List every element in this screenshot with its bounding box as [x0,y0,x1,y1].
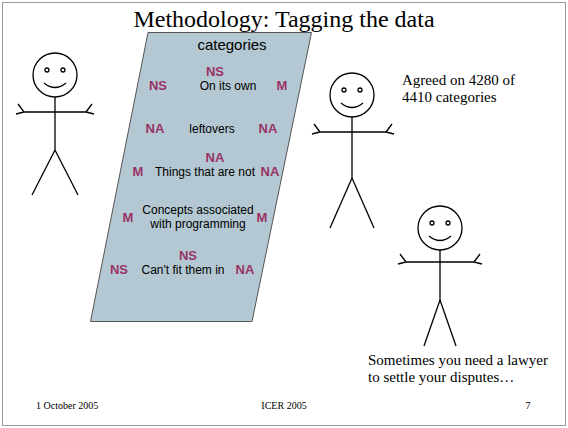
stick-figure [16,53,94,195]
tag-code: M [133,164,144,179]
slide-title: Methodology: Tagging the data [0,6,568,33]
category-item: Things that are not [155,165,255,179]
parallelogram-box: categoriesNSNSOn its ownMNAleftoversNANA… [90,32,312,322]
category-item: Can't fit them in [142,263,225,277]
page-number: 7 [526,400,531,411]
tag-code: NS [179,248,197,263]
tag-code: NA [261,164,280,179]
stick-figure [312,73,394,228]
note-text: Sometimes you need a lawyer to settle yo… [368,352,548,387]
category-item: Concepts associated with programming [136,203,260,232]
stick-figure [398,206,482,346]
category-heading: categories [197,36,266,53]
tag-code: M [257,210,268,225]
note-text: Agreed on 4280 of 4410 categories [402,72,532,107]
tag-code: NS [206,64,224,79]
category-item: leftovers [189,122,234,136]
tag-code: NS [110,262,128,277]
tag-code: M [123,210,134,225]
slide-frame [3,3,566,426]
footer-date: 1 October 2005 [36,400,98,411]
tag-code: M [277,78,288,93]
tag-code: NA [259,121,278,136]
footer-conference: ICER 2005 [261,400,306,411]
tag-code: NS [149,78,167,93]
tag-code: NA [206,150,225,165]
tag-code: NA [146,121,165,136]
category-item: On its own [200,79,257,93]
tag-code: NA [236,262,255,277]
